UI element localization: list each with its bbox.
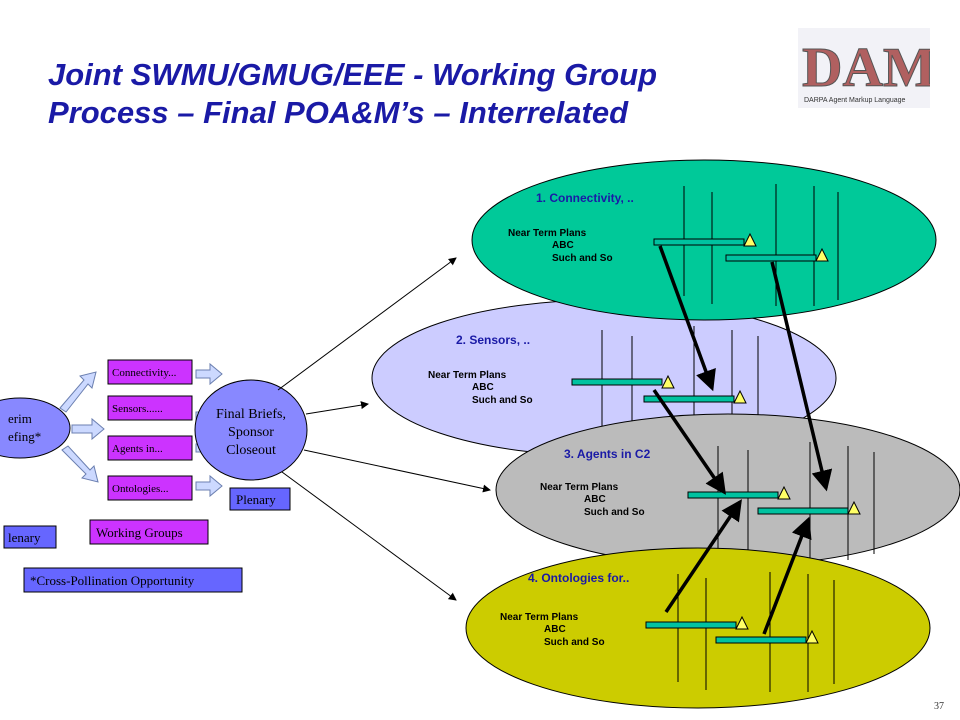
- plan-item: ABC: [472, 382, 494, 393]
- plan-title: Near Term Plans: [540, 482, 619, 493]
- title-line-2: Process – Final POA&M’s – Interrelated: [48, 95, 629, 130]
- plan-item: ABC: [584, 494, 606, 505]
- group-ellipse-ontologies: 4. Ontologies for.. Near Term Plans ABC …: [465, 547, 931, 709]
- logo-caption: DARPA Agent Markup Language: [804, 97, 906, 104]
- interim-briefing-ellipse: [0, 397, 71, 459]
- group-box-connectivity: Connectivity...: [107, 359, 193, 385]
- final-briefs-line-3: Closeout: [226, 443, 276, 458]
- group-label: 1. Connectivity, ..: [536, 191, 634, 205]
- group-box-label: Ontologies...: [112, 483, 169, 495]
- interim-line-2: efing*: [8, 429, 41, 444]
- group-box-sensors: Sensors......: [107, 395, 193, 421]
- logo-text: DAML: [802, 37, 930, 99]
- plenary-label: Plenary: [236, 492, 276, 507]
- daml-logo: DAML DARPA Agent Markup Language: [798, 28, 930, 108]
- group-label: 3. Agents in C2: [564, 447, 651, 461]
- group-ellipse-agents: 3. Agents in C2 Near Term Plans ABC Such…: [495, 413, 960, 567]
- plan-item: Such and So: [552, 253, 613, 264]
- page-number: 37: [934, 701, 944, 712]
- final-briefs-line-2: Sponsor: [228, 425, 274, 440]
- plan-title: Near Term Plans: [428, 370, 507, 381]
- plan-item: Such and So: [584, 507, 645, 518]
- plan-title: Near Term Plans: [500, 612, 579, 623]
- cross-pollination-label: *Cross-Pollination Opportunity: [30, 573, 195, 588]
- working-groups-box: Working Groups: [89, 519, 209, 545]
- title-line-1: Joint SWMU/GMUG/EEE - Working Group: [48, 57, 658, 92]
- plan-item: Such and So: [544, 637, 605, 648]
- plenary-box-right: Plenary: [229, 487, 291, 511]
- working-groups-label: Working Groups: [96, 525, 183, 540]
- group-box-label: Sensors......: [112, 403, 163, 415]
- group-ellipse-connectivity: 1. Connectivity, .. Near Term Plans ABC …: [471, 159, 937, 321]
- group-box-label: Agents in...: [112, 443, 163, 455]
- group-box-label: Connectivity...: [112, 367, 177, 379]
- cross-pollination-box: *Cross-Pollination Opportunity: [23, 567, 243, 593]
- group-label: 2. Sensors, ..: [456, 333, 530, 347]
- plan-item: ABC: [552, 240, 574, 251]
- plenary-box-left: lenary: [3, 525, 57, 549]
- group-box-agents: Agents in...: [107, 435, 193, 461]
- dependency-arrows: [652, 245, 833, 635]
- group-box-ontologies: Ontologies...: [107, 475, 193, 501]
- fan-arrows: [277, 257, 491, 601]
- plan-item: ABC: [544, 624, 566, 635]
- interim-line-1: erim: [8, 411, 32, 426]
- page-title: Joint SWMU/GMUG/EEE - Working Group Proc…: [48, 56, 808, 132]
- group-label: 4. Ontologies for..: [528, 571, 629, 585]
- plan-title: Near Term Plans: [508, 228, 587, 239]
- final-briefs-line-1: Final Briefs,: [216, 407, 286, 422]
- final-briefs-ellipse: [194, 379, 308, 481]
- plan-item: Such and So: [472, 395, 533, 406]
- plenary-left-label: lenary: [8, 530, 41, 545]
